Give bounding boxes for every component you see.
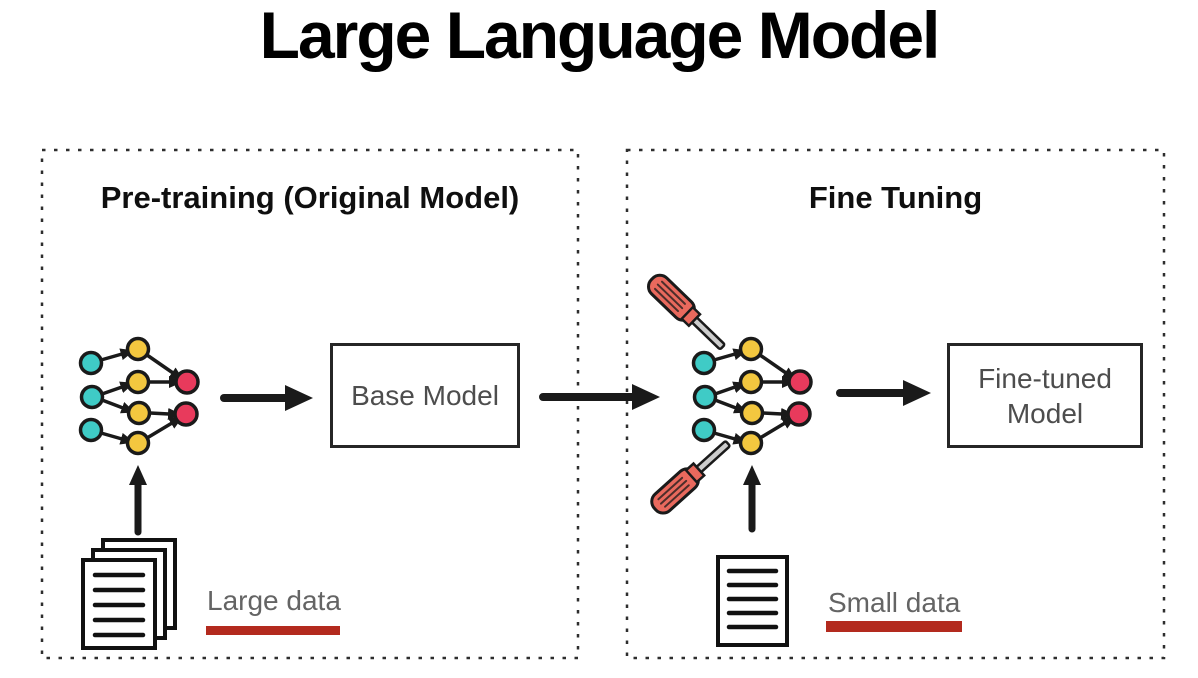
screwdriver-bottom-icon <box>646 433 737 519</box>
base-model-label: Base Model <box>351 380 499 411</box>
document-icon <box>716 555 789 647</box>
page-title: Large Language Model <box>259 0 941 72</box>
pretraining-heading: Pre-training (Original Model) <box>100 180 520 215</box>
finetuning-network-icon <box>694 339 812 454</box>
fine-tuned-model-label: Fine-tuned Model <box>978 362 1112 429</box>
flow-arrows <box>220 380 931 411</box>
small-data-label: Small data <box>828 587 961 618</box>
screwdriver-top-icon <box>642 269 732 357</box>
large-data-label: Large data <box>207 585 341 616</box>
small-data-underline <box>826 621 962 632</box>
base-model-box: Base Model <box>330 343 520 448</box>
pretraining-network-icon <box>81 339 199 454</box>
large-data-underline <box>206 626 340 635</box>
data-feed-arrows <box>129 465 761 536</box>
finetuning-heading: Fine Tuning <box>808 180 983 215</box>
document-stack-icon <box>81 538 177 650</box>
fine-tuned-model-box: Fine-tuned Model <box>947 343 1143 448</box>
